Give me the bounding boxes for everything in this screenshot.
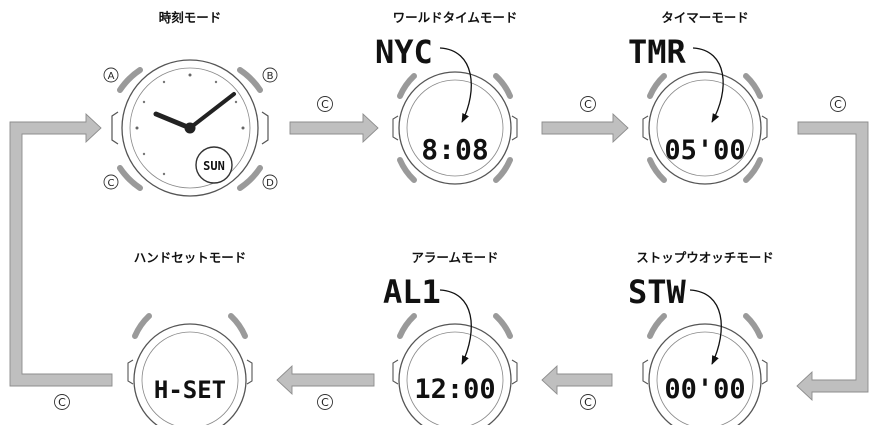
arrow-c-label-3: C xyxy=(830,96,846,112)
alarm-pointer-arrow xyxy=(439,289,472,365)
timer-pointer-arrow xyxy=(692,47,724,123)
timer-value: 05'00 xyxy=(664,135,745,166)
svg-text:C: C xyxy=(321,396,329,409)
arrow-c-label-6: C xyxy=(54,394,70,410)
stopwatch-watch: 00'00 xyxy=(642,313,768,425)
flow-arrow-timer-to-stopwatch xyxy=(796,121,869,402)
flow-arrow-stopwatch-to-alarm xyxy=(541,364,613,396)
flow-arrow-alarm-to-hand-set xyxy=(276,364,375,396)
arrow-c-label-1: C xyxy=(317,96,333,112)
button-b-marker: B xyxy=(262,67,278,83)
flow-arrow-timekeeping-to-world xyxy=(289,112,379,144)
svg-text:C: C xyxy=(834,98,842,111)
button-a-marker: A xyxy=(103,67,119,83)
button-a-label: A xyxy=(108,71,115,82)
button-d-label: D xyxy=(266,178,274,189)
flow-arrow-hand-set-to-timekeeping xyxy=(9,112,113,387)
stopwatch-code: STW xyxy=(628,273,687,311)
arrow-c-label-2: C xyxy=(580,96,596,112)
alarm-watch: 12:00 xyxy=(392,313,518,425)
button-b-label: B xyxy=(267,71,274,82)
world-time-code: NYC xyxy=(375,33,433,71)
svg-text:C: C xyxy=(58,396,66,409)
world-time-watch: 8:08 xyxy=(392,71,518,185)
world-time-pointer-arrow xyxy=(439,47,472,123)
timekeeping-mode-title: 時刻モード xyxy=(159,10,222,25)
flow-arrow-world-to-timer xyxy=(541,112,629,144)
arrow-c-label-4: C xyxy=(580,394,596,410)
timer-watch: 05'00 xyxy=(642,71,768,185)
hand-set-mode-title: ハンドセットモード xyxy=(134,250,247,265)
world-time-mode-title: ワールドタイムモード xyxy=(393,10,518,25)
alarm-code: AL1 xyxy=(383,273,441,311)
hand-set-value: H-SET xyxy=(154,376,226,404)
timer-mode-title: タイマーモード xyxy=(661,10,749,25)
stopwatch-mode-title: ストップウオッチモード xyxy=(636,250,774,265)
alarm-mode-title: アラームモード xyxy=(411,250,498,265)
alarm-value: 12:00 xyxy=(414,374,495,405)
world-time-value: 8:08 xyxy=(421,133,488,166)
arrow-c-label-5: C xyxy=(317,394,333,410)
timekeeping-watch: SUN xyxy=(111,59,269,197)
svg-text:C: C xyxy=(321,98,329,111)
hand-set-watch: H-SET xyxy=(127,313,253,425)
button-d-marker: D xyxy=(262,174,278,190)
svg-text:C: C xyxy=(584,98,592,111)
timer-code: TMR xyxy=(628,33,687,71)
svg-text:C: C xyxy=(584,396,592,409)
stopwatch-value: 00'00 xyxy=(664,374,745,405)
button-c-label: C xyxy=(108,178,115,189)
stopwatch-pointer-arrow xyxy=(689,289,722,365)
day-display: SUN xyxy=(203,159,225,173)
button-c-marker: C xyxy=(103,174,119,190)
